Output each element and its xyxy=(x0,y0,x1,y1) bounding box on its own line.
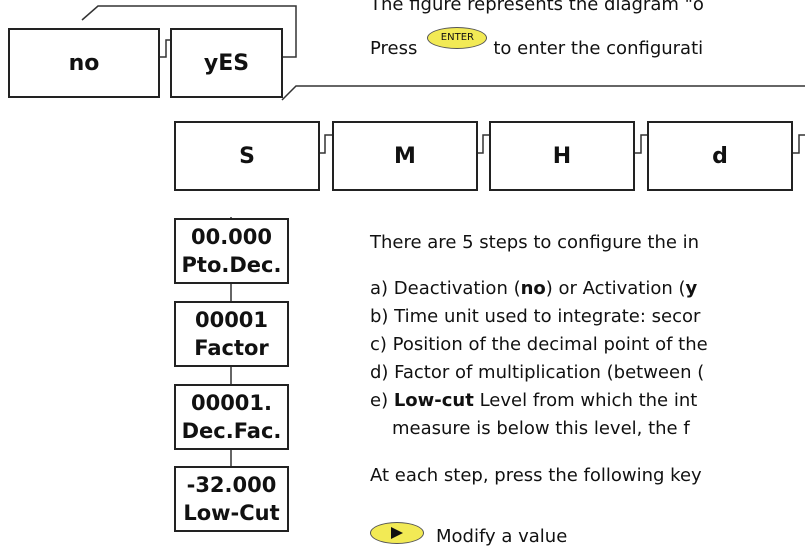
unit-label-days: d xyxy=(712,143,728,169)
press-suffix: to enter the configurati xyxy=(493,38,704,59)
unit-box-days: d xyxy=(647,121,793,191)
step-value: 00001. xyxy=(190,391,273,415)
step-item-d: d) Factor of multiplication (between ( xyxy=(370,362,705,383)
step-value: 00.000 xyxy=(190,225,273,249)
step-label: Dec.Fac. xyxy=(181,419,282,443)
step-value: -32.000 xyxy=(186,473,277,497)
intro-line: The figure represents the diagram "o xyxy=(370,0,704,15)
step-box-low-cut: -32.000 Low-Cut xyxy=(174,466,289,532)
no-option-box: no xyxy=(8,28,160,98)
unit-box-minutes: M xyxy=(332,121,478,191)
press-word: Press xyxy=(370,38,418,59)
modify-value-line: Modify a value xyxy=(436,526,568,547)
unit-box-seconds: S xyxy=(174,121,320,191)
unit-label-hours: H xyxy=(552,143,572,169)
step-item-b: b) Time unit used to integrate: secor xyxy=(370,306,701,327)
yes-option-box: yES xyxy=(170,28,283,98)
yes-option-label: yES xyxy=(203,50,250,76)
step-item-a: a) Deactivation (no) or Activation (y xyxy=(370,278,698,299)
step-box-factor: 00001 Factor xyxy=(174,301,289,367)
step-value: 00001 xyxy=(194,308,269,332)
step-item-e-line2: measure is below this level, the f xyxy=(392,418,690,439)
no-option-label: no xyxy=(68,50,100,76)
step-label: Low-Cut xyxy=(183,501,280,525)
step-item-c: c) Position of the decimal point of the xyxy=(370,334,708,355)
unit-label-seconds: S xyxy=(239,143,255,169)
step-box-decimal-factor: 00001. Dec.Fac. xyxy=(174,384,289,450)
step-label: Factor xyxy=(194,336,269,360)
steps-intro: There are 5 steps to configure the in xyxy=(370,232,700,253)
step-box-decimal-point: 00.000 Pto.Dec. xyxy=(174,218,289,284)
right-arrow-key-icon xyxy=(370,522,424,544)
unit-box-hours: H xyxy=(489,121,635,191)
unit-label-minutes: M xyxy=(394,143,416,169)
step-label: Pto.Dec. xyxy=(181,253,282,277)
enter-key-icon: ENTER xyxy=(427,27,488,49)
press-enter-line: Press ENTERto enter the configurati xyxy=(370,27,704,63)
each-step-line: At each step, press the following key xyxy=(370,465,702,486)
step-item-e: e) Low-cut Level from which the int xyxy=(370,390,698,411)
